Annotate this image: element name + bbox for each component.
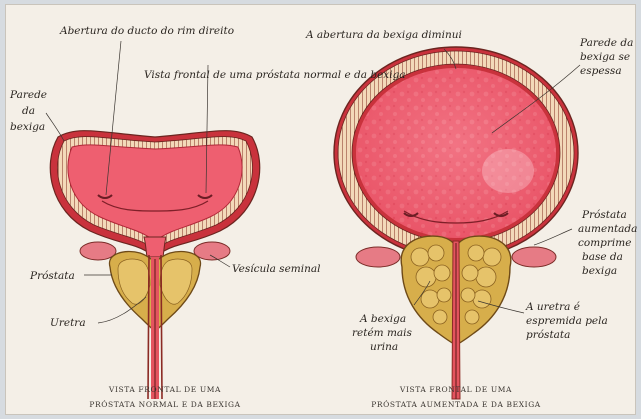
- label-opening-decreases: A abertura da bexiga diminui: [306, 29, 462, 41]
- label-urethra-squeezed-3: próstata: [526, 329, 570, 341]
- label-wall-2: da: [22, 105, 35, 117]
- anatomy-illustration: [6, 5, 637, 416]
- label-wall-3: bexiga: [10, 121, 45, 133]
- label-retains-2: retém mais: [352, 327, 412, 339]
- label-prostate: Próstata: [30, 270, 75, 282]
- label-ureter-opening: Abertura do ducto do rim direito: [60, 25, 234, 37]
- illustration-panel: Abertura do ducto do rim direito Vista f…: [5, 4, 636, 415]
- label-retains-1: A bexiga: [360, 313, 406, 325]
- label-wall-thickens-2: bexiga se: [580, 51, 630, 63]
- label-wall-thickens-1: Parede da: [580, 37, 633, 49]
- seminal-vesicle-left-2: [356, 247, 400, 267]
- label-prostate-enlarged-5: bexiga: [582, 265, 617, 277]
- seminal-vesicle-right-2: [512, 247, 556, 267]
- label-prostate-enlarged-1: Próstata: [582, 209, 627, 221]
- label-prostate-enlarged-4: base da: [582, 251, 623, 263]
- label-seminal-vesicle: Vesícula seminal: [232, 263, 320, 275]
- label-prostate-enlarged-3: comprime: [578, 237, 631, 249]
- caption-left-line1: VISTA FRONTAL DE UMA: [60, 385, 270, 394]
- normal-bladder: [50, 131, 259, 399]
- caption-left-line2: PRÓSTATA NORMAL E DA BEXIGA: [60, 400, 270, 409]
- label-retains-3: urina: [370, 341, 398, 353]
- caption-right-line1: VISTA FRONTAL DE UMA: [341, 385, 571, 394]
- label-urethra-squeezed-2: espremida pela: [526, 315, 608, 327]
- seminal-vesicle-left: [80, 242, 116, 260]
- label-wall-thickens-3: espessa: [580, 65, 622, 77]
- bladder-neck-left: [144, 237, 166, 257]
- label-front-view-1: Vista frontal de uma próstata normal e d…: [144, 69, 406, 81]
- seminal-vesicle-right: [194, 242, 230, 260]
- caption-right-line2: PRÓSTATA AUMENTADA E DA BEXIGA: [341, 400, 571, 409]
- label-urethra-squeezed-1: A uretra é: [526, 301, 580, 313]
- label-urethra: Uretra: [50, 317, 86, 329]
- label-wall-1: Parede: [10, 89, 47, 101]
- label-prostate-enlarged-2: aumentada: [578, 223, 637, 235]
